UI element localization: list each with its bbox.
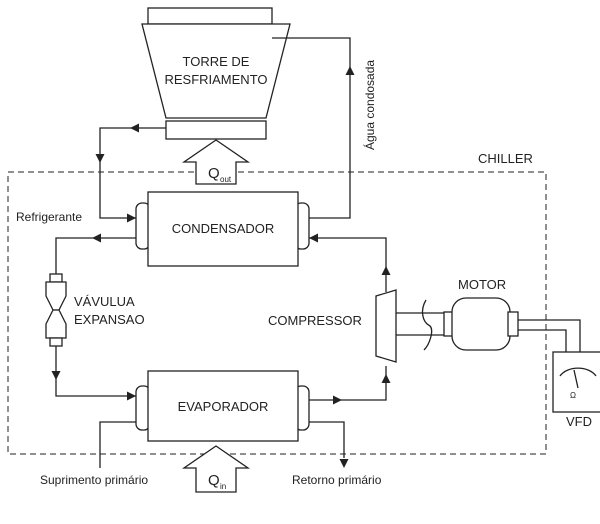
flow-arrow xyxy=(381,266,391,275)
condenser-label: CONDENSADOR xyxy=(172,221,275,236)
valve-lower-cone xyxy=(45,309,67,339)
motor-body xyxy=(451,297,511,351)
primary-supply-line xyxy=(99,421,136,468)
flow-arrow xyxy=(95,154,105,163)
q-in-arrow-shape xyxy=(181,445,251,493)
compressor-body xyxy=(375,289,397,363)
evaporator-body xyxy=(147,370,299,442)
motor: MOTOR xyxy=(443,277,519,351)
q-out-arrow-shape xyxy=(181,139,251,185)
primary-return-line xyxy=(309,421,345,458)
flow-arrow xyxy=(345,66,355,75)
vfd-wire-lower xyxy=(518,329,567,352)
expansion-valve: VÁVULUA EXPANSAO xyxy=(45,273,145,347)
evaporator-to-compressor-line xyxy=(309,366,387,401)
flow-arrow xyxy=(51,371,61,380)
drive-shaft xyxy=(396,299,444,351)
vfd-label: VFD xyxy=(566,414,592,429)
valve-label-line1: VÁVULUA xyxy=(74,294,135,309)
vfd-meter-needle xyxy=(573,369,579,389)
vfd-meter-arc xyxy=(559,367,597,377)
condenser: CONDENSADOR xyxy=(135,191,310,267)
compressor-label: COMPRESSOR xyxy=(268,313,362,328)
valve-to-evaporator-line xyxy=(55,346,136,397)
primary-return-label: Retorno primário xyxy=(292,473,382,487)
flow-arrow xyxy=(127,391,136,401)
condenser-to-tower-line xyxy=(272,37,351,219)
motor-label: MOTOR xyxy=(458,277,506,292)
chilled-water-lines: Suprimento primário Retorno primário xyxy=(40,421,382,487)
q-in-arrow: Q in xyxy=(181,445,251,493)
flow-arrow xyxy=(381,374,391,383)
flow-arrow xyxy=(309,233,318,243)
tower-top-fan xyxy=(147,7,273,25)
chiller-label: CHILLER xyxy=(478,151,533,166)
motor-rear-flange xyxy=(507,311,519,337)
q-out-symbol: Q xyxy=(208,165,220,182)
evaporator-label: EVAPORADOR xyxy=(178,399,269,414)
vfd-meter-symbol: Ω xyxy=(570,391,576,400)
condenser-water-loop: Água condosada xyxy=(95,37,377,223)
valve-bottom-fitting xyxy=(49,337,63,347)
condensed-water-label: Água condosada xyxy=(362,60,377,150)
valve-label-line2: EXPANSAO xyxy=(74,312,145,327)
flow-arrow xyxy=(130,123,139,133)
valve-upper-cone xyxy=(45,281,67,311)
tower-label-line2: RESFRIAMENTO xyxy=(164,72,267,87)
refrigerant-label: Refrigerante xyxy=(16,210,82,224)
tower-body xyxy=(141,23,291,119)
primary-supply-label: Suprimento primário xyxy=(40,473,148,487)
condenser-body xyxy=(147,191,299,267)
q-in-subscript: in xyxy=(220,482,226,491)
q-out-subscript: out xyxy=(220,175,232,184)
flow-arrow xyxy=(333,395,342,405)
cooling-tower: TORRE DE RESFRIAMENTO xyxy=(141,7,291,140)
valve-top-fitting xyxy=(49,273,63,283)
tower-basin xyxy=(165,120,267,140)
flow-arrow xyxy=(127,213,136,223)
flow-arrow xyxy=(339,459,349,468)
q-out-arrow: Q out xyxy=(181,139,251,185)
vfd-wire-upper xyxy=(518,319,581,352)
compressor: COMPRESSOR xyxy=(268,289,397,363)
q-in-symbol: Q xyxy=(208,472,220,489)
flow-arrow xyxy=(92,233,101,243)
shaft-coupling-curve xyxy=(421,299,433,351)
evaporator: EVAPORADOR xyxy=(135,370,310,442)
vfd: Ω VFD xyxy=(518,319,600,429)
tower-label-line1: TORRE DE xyxy=(183,54,250,69)
refrigerant-loop xyxy=(51,233,391,405)
condenser-to-valve-line xyxy=(55,237,136,274)
compressor-to-condenser-line xyxy=(309,237,387,292)
